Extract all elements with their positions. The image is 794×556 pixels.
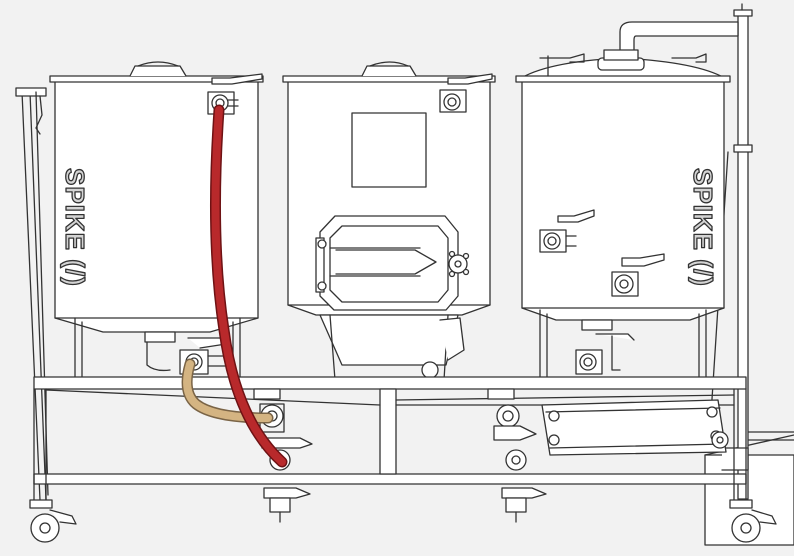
- butterfly-valve-icon[interactable]: [494, 405, 536, 470]
- butterfly-valve-icon[interactable]: [612, 254, 664, 296]
- caster-wheel-icon: [730, 500, 776, 542]
- hose-icon: [187, 364, 268, 418]
- center-mash-tun: [283, 62, 495, 380]
- drain-valve-icon[interactable]: [502, 488, 546, 522]
- grain-door[interactable]: [316, 216, 469, 310]
- vessel-brand-text: SPIKE (/): [60, 168, 90, 287]
- vessel-brand-text: SPIKE (/): [688, 168, 718, 287]
- butterfly-valve-icon[interactable]: [576, 320, 634, 374]
- butterfly-valve-icon[interactable]: [540, 210, 594, 252]
- plate-chiller-icon: [542, 400, 726, 455]
- drain-valve-icon[interactable]: [264, 488, 310, 522]
- recirculation-arm: [620, 4, 752, 499]
- butterfly-valve-icon[interactable]: [440, 74, 492, 112]
- left-frame-post: [16, 88, 48, 500]
- left-kettle: SPIKE (/): [50, 62, 263, 385]
- sight-window: [352, 113, 426, 187]
- right-kettle: SPIKE (/): [516, 50, 730, 385]
- butterfly-valve-icon[interactable]: [712, 432, 728, 448]
- caster-wheel-icon: [30, 500, 76, 542]
- hose-icon: [215, 110, 282, 462]
- stand-frame: [34, 377, 746, 500]
